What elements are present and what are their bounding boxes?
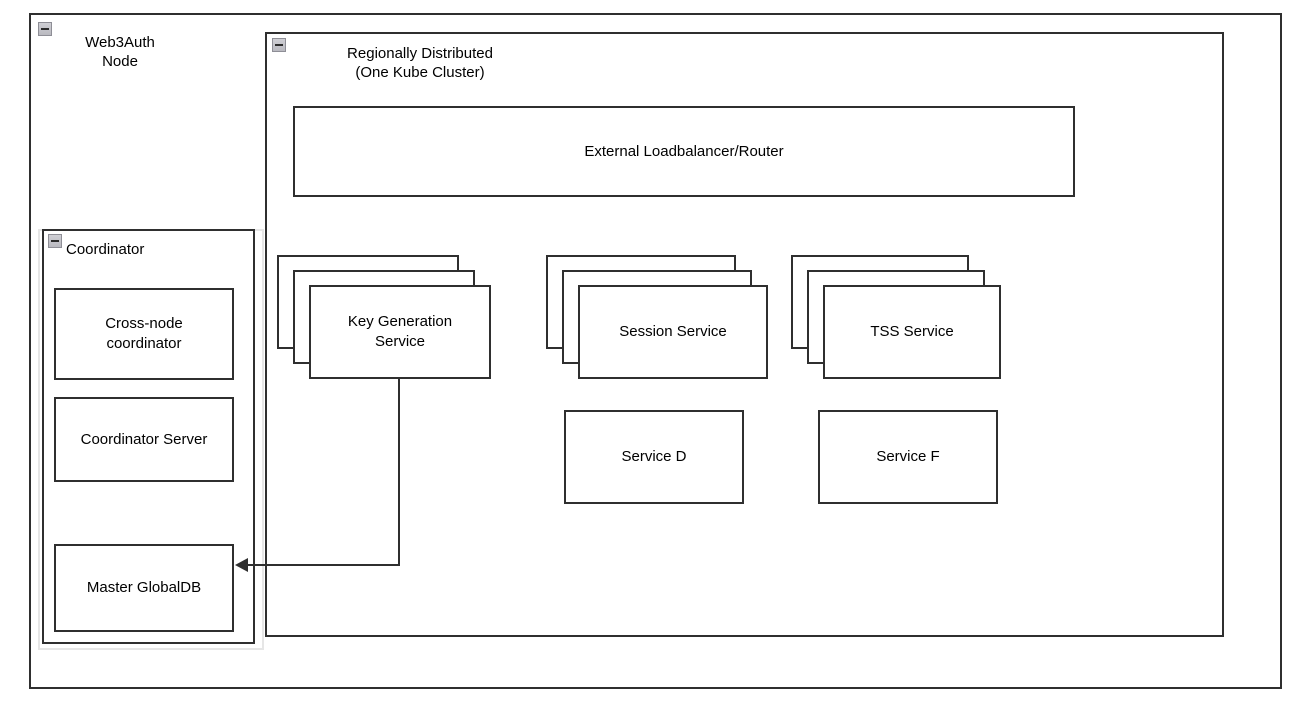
stack-layer-front[interactable]: Key Generation Service — [309, 285, 491, 379]
box-label-master-globaldb: Master GlobalDB — [86, 579, 202, 596]
connector-vertical-segment — [398, 378, 400, 566]
box-label-session-service: Session Service — [619, 323, 727, 340]
connector-arrow-head-icon — [235, 558, 248, 572]
box-service-d[interactable]: Service D — [564, 410, 744, 504]
collapse-minus-icon-coordinator[interactable] — [48, 234, 62, 248]
box-label-tss-service: TSS Service — [870, 323, 954, 340]
collapse-minus-icon-kube-cluster[interactable] — [272, 38, 286, 52]
connector-horizontal-segment — [248, 564, 400, 566]
stack-layer-front[interactable]: Session Service — [578, 285, 768, 379]
box-label-key-generation-service: Key Generation Service — [347, 313, 453, 350]
stack-layer-front[interactable]: TSS Service — [823, 285, 1001, 379]
box-coordinator-server[interactable]: Coordinator Server — [54, 397, 234, 482]
box-external-loadbalancer[interactable]: External Loadbalancer/Router — [293, 106, 1075, 197]
box-label-cross-node-coordinator: Cross-node coordinator — [105, 315, 183, 352]
stack-tss-service[interactable]: TSS Service — [791, 255, 1001, 379]
stack-session-service[interactable]: Session Service — [546, 255, 768, 379]
box-label-service-d: Service D — [621, 448, 687, 465]
box-service-f[interactable]: Service F — [818, 410, 998, 504]
box-cross-node-coordinator[interactable]: Cross-node coordinator — [54, 288, 234, 380]
collapse-minus-icon-web3auth-node[interactable] — [38, 22, 52, 36]
box-label-external-loadbalancer: External Loadbalancer/Router — [584, 142, 784, 160]
box-master-globaldb[interactable]: Master GlobalDB — [54, 544, 234, 632]
stack-key-generation-service[interactable]: Key Generation Service — [277, 255, 491, 379]
box-label-service-f: Service F — [876, 448, 940, 465]
box-label-coordinator-server: Coordinator Server — [80, 430, 208, 448]
